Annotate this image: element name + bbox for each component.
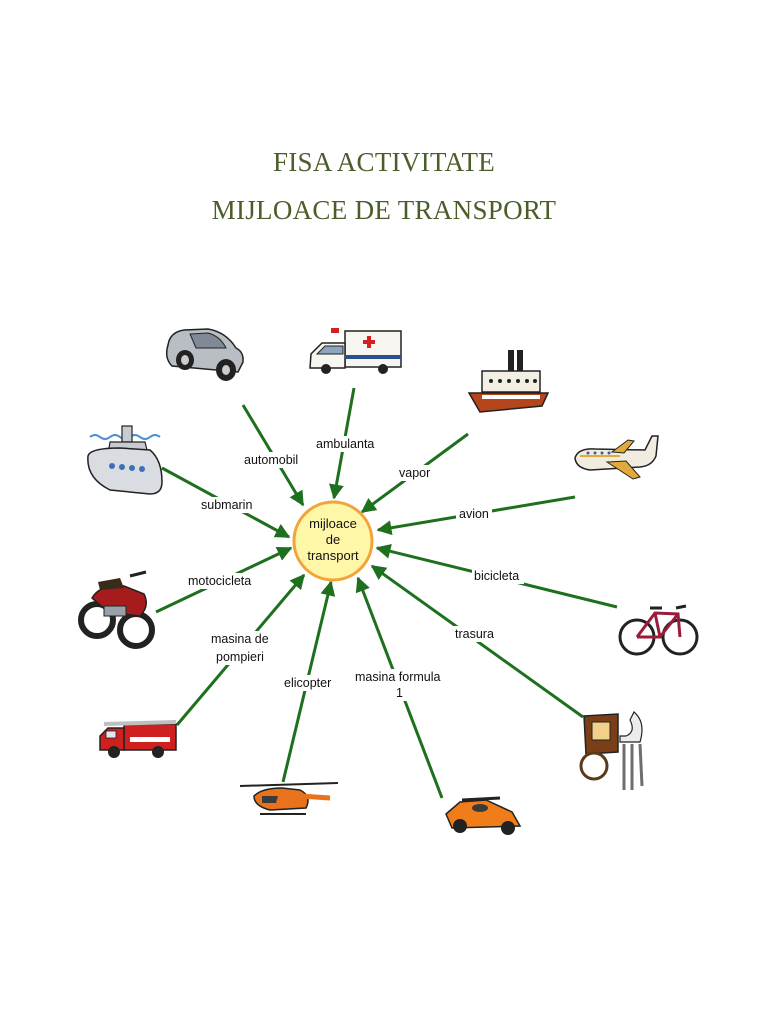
race-car-icon — [445, 796, 522, 835]
label-automobil: automobil — [244, 453, 298, 467]
label-masina-pompieri-line2: pompieri — [216, 650, 264, 664]
carriage-icon — [579, 711, 644, 790]
hub-text-line1: mijloace — [309, 516, 357, 531]
car-icon — [165, 328, 244, 381]
label-avion: avion — [459, 507, 489, 521]
submarine-icon — [87, 425, 163, 495]
label-masina-pompieri-line1: masina de — [211, 632, 269, 646]
label-bicicleta: bicicleta — [474, 569, 519, 583]
helicopter-icon — [239, 782, 339, 815]
label-trasura: trasura — [455, 627, 494, 641]
hub-text-line2: de — [326, 532, 340, 547]
ambulance-icon — [309, 328, 402, 374]
label-motocicleta: motocicleta — [188, 574, 251, 588]
hub-node: mijloace de transport — [292, 500, 374, 582]
label-elicopter: elicopter — [284, 676, 331, 690]
page-title: FISA ACTIVITATE — [272, 147, 496, 177]
ship-icon — [467, 350, 550, 413]
label-ambulanta: ambulanta — [316, 437, 374, 451]
airplane-icon — [574, 435, 659, 480]
label-submarin: submarin — [201, 498, 252, 512]
bicycle-icon — [618, 604, 699, 656]
label-vapor: vapor — [399, 466, 430, 480]
label-masina-formula-line2: 1 — [396, 686, 403, 700]
motorcycle-icon — [78, 570, 155, 649]
arrows — [155, 387, 618, 799]
page-subtitle: MIJLOACE DE TRANSPORT — [211, 195, 557, 225]
label-masina-formula-line1: masina formula — [355, 670, 440, 684]
hub-text-line3: transport — [307, 548, 359, 563]
fire-truck-icon — [99, 720, 177, 758]
